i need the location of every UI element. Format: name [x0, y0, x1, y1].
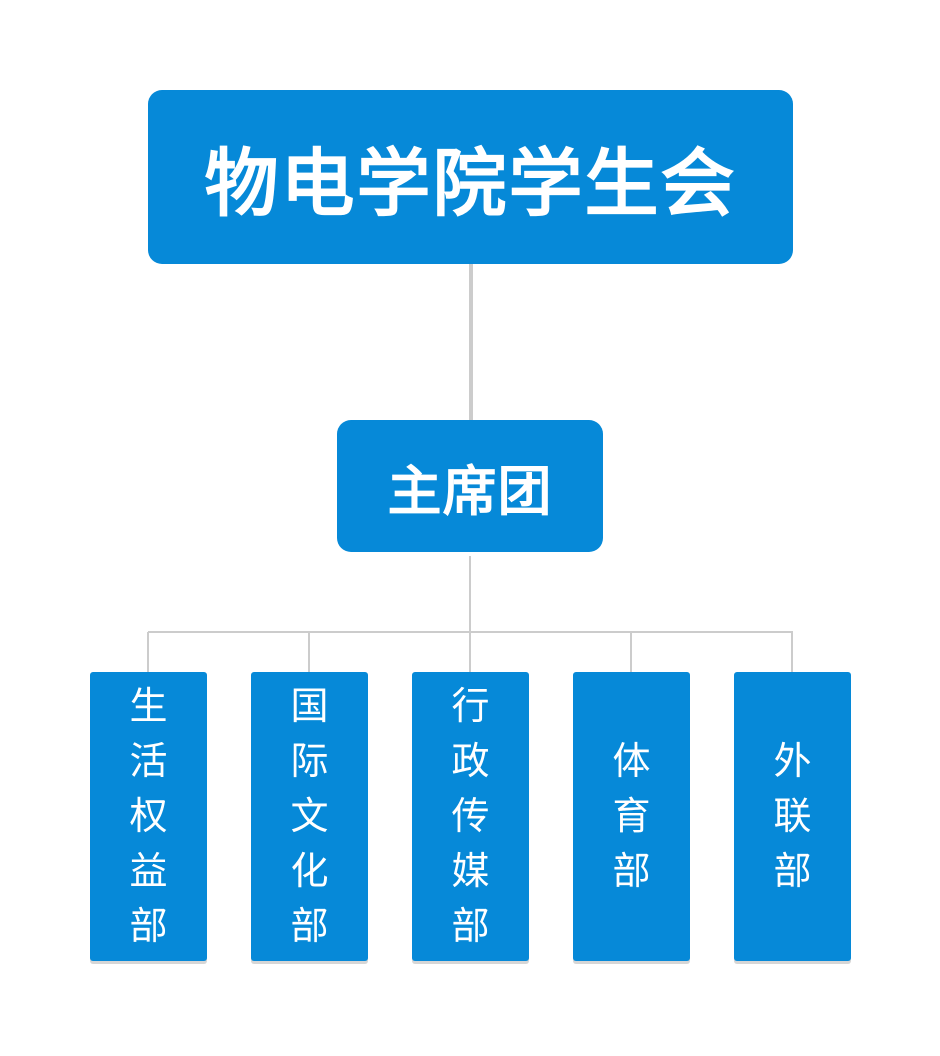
department-label: 生活权益部 — [129, 679, 167, 954]
presidium-node: 主席团 — [337, 420, 603, 552]
department-label-char: 活 — [129, 739, 168, 783]
department-label-char: 部 — [612, 849, 651, 893]
department-label-char: 益 — [129, 849, 168, 893]
department-label: 外联部 — [773, 734, 811, 899]
department-label-char: 育 — [612, 794, 651, 838]
presidium-node-label: 主席团 — [387, 459, 553, 523]
department-label-char: 媒 — [451, 849, 490, 893]
department-label: 行政传媒部 — [451, 679, 489, 954]
department-label-char: 部 — [290, 904, 329, 948]
department-label-char: 文 — [290, 794, 329, 838]
department-node-international-culture: 国际文化部 — [251, 672, 368, 961]
department-label-char: 国 — [290, 684, 329, 728]
department-label-char: 行 — [451, 684, 490, 728]
department-node-external-relations: 外联部 — [734, 672, 851, 961]
department-label-char: 部 — [773, 849, 812, 893]
department-label-char: 际 — [290, 739, 329, 783]
department-node-sports: 体育部 — [573, 672, 690, 961]
department-label-char: 生 — [129, 684, 168, 728]
department-label-char: 联 — [773, 794, 812, 838]
department-label-char: 化 — [290, 849, 329, 893]
department-label-char: 部 — [451, 904, 490, 948]
department-label-char: 传 — [451, 794, 490, 838]
department-node-admin-media: 行政传媒部 — [412, 672, 529, 961]
root-node: 物电学院学生会 — [148, 90, 793, 264]
department-label-char: 部 — [129, 904, 168, 948]
department-label-char: 权 — [129, 794, 168, 838]
department-label: 国际文化部 — [290, 679, 328, 954]
department-label: 体育部 — [612, 734, 650, 899]
department-label-char: 外 — [773, 739, 812, 783]
root-node-label: 物电学院学生会 — [204, 140, 737, 227]
department-node-living-rights: 生活权益部 — [90, 672, 207, 961]
department-label-char: 政 — [451, 739, 490, 783]
department-label-char: 体 — [612, 739, 651, 783]
